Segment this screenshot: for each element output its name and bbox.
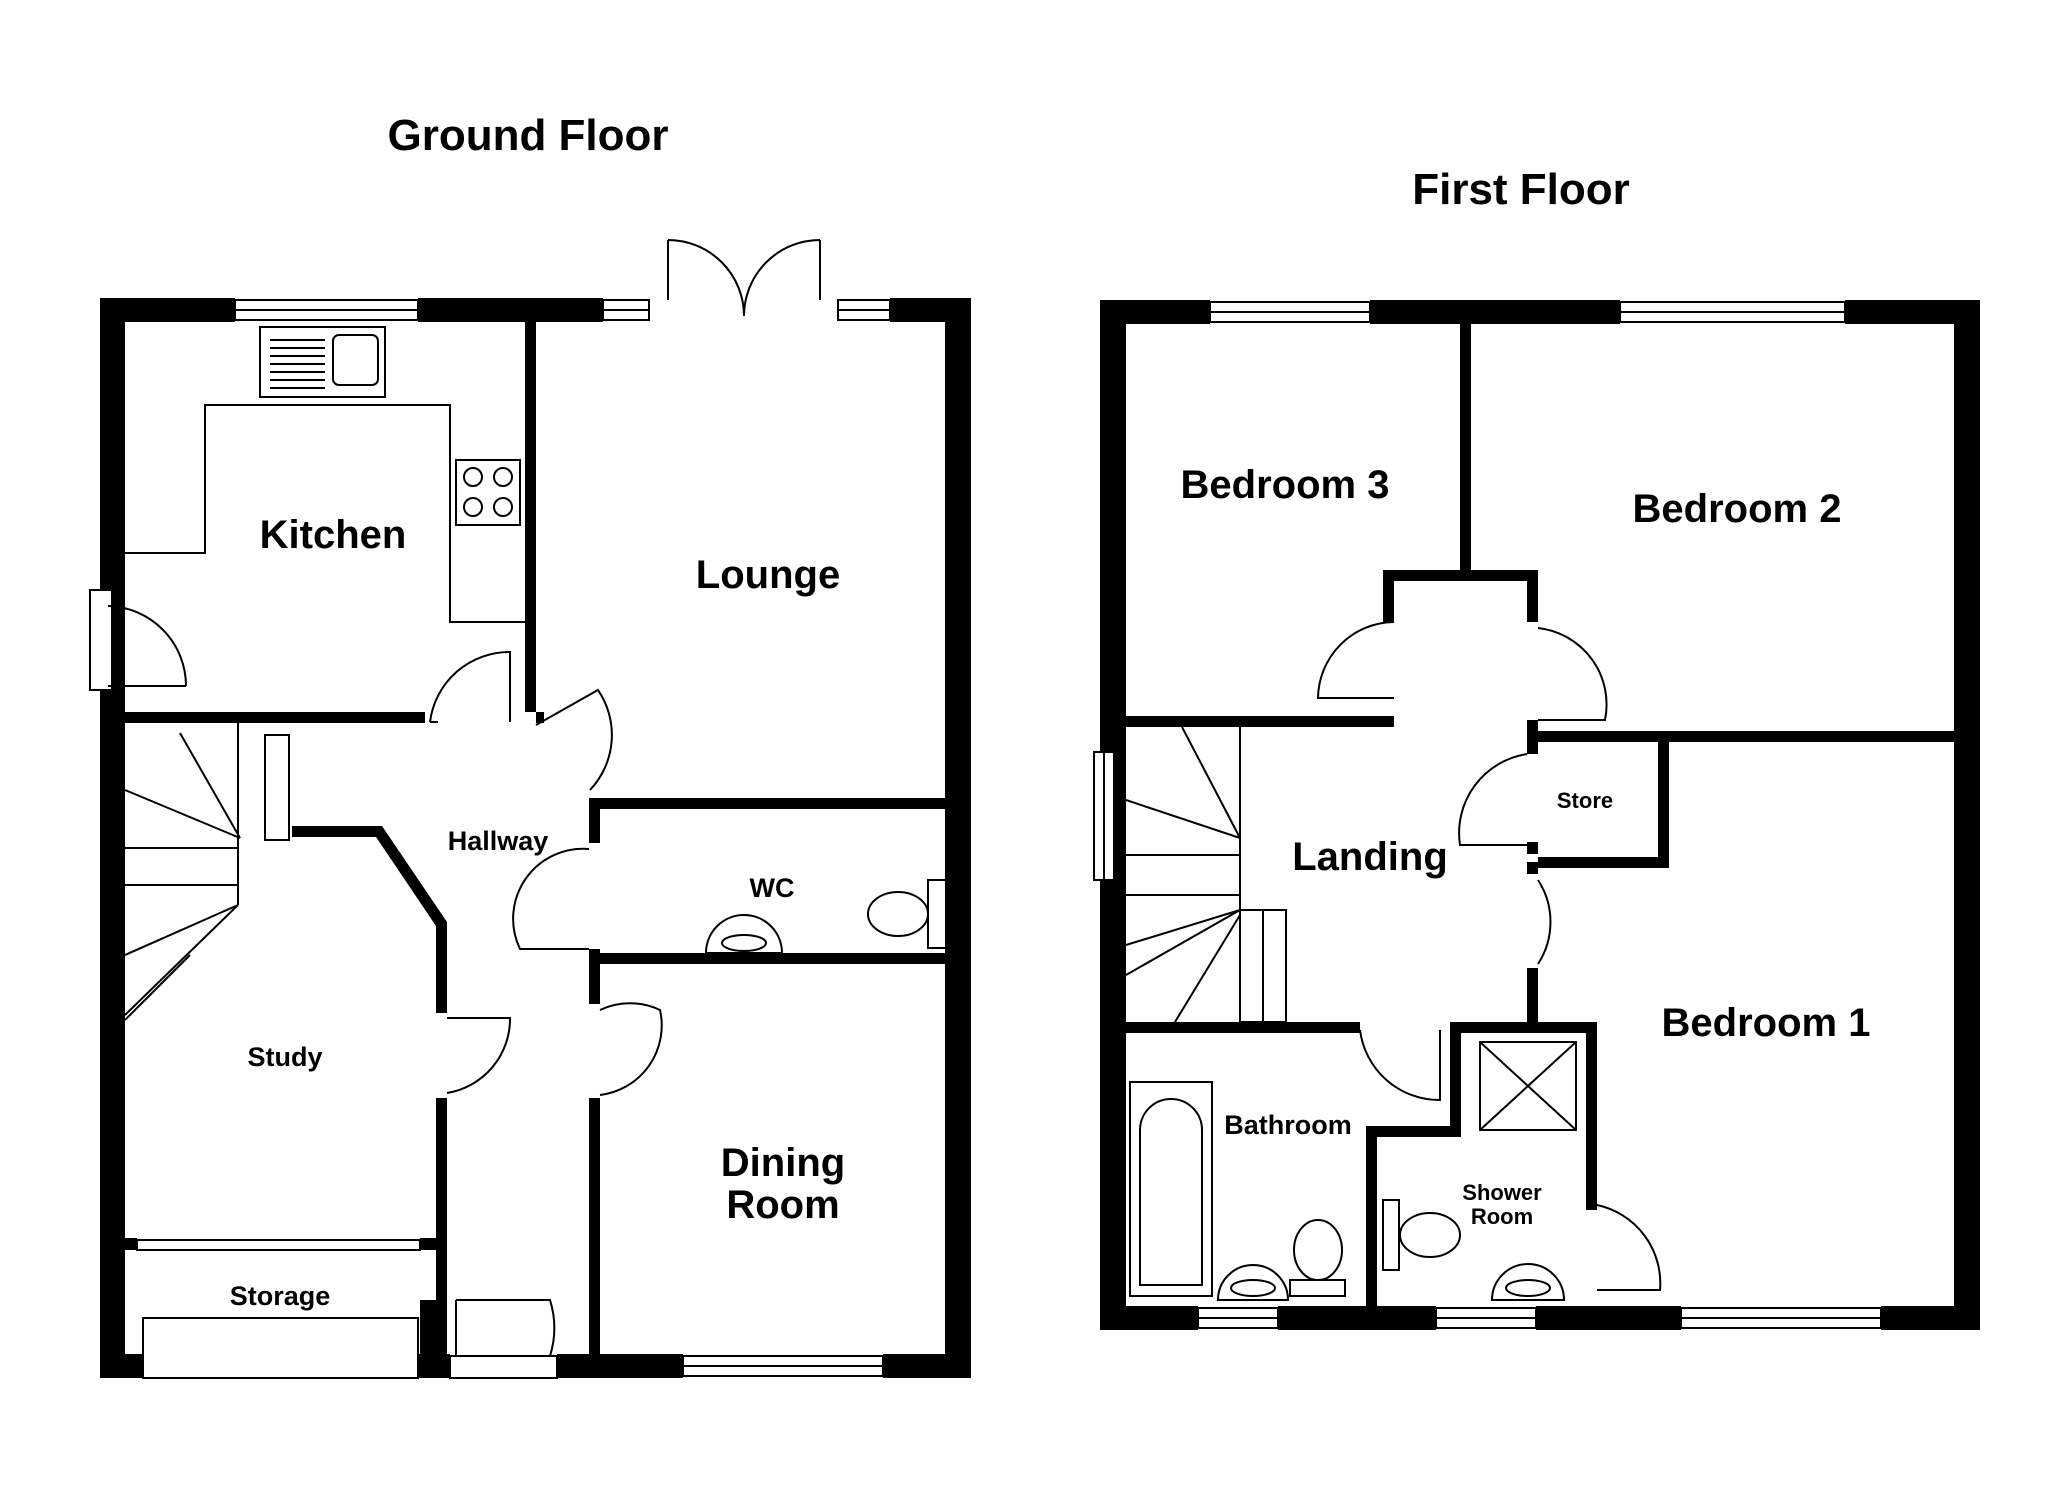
room-label-dining-line1: Dining <box>721 1141 845 1185</box>
front-door <box>449 1299 558 1379</box>
room-label-hallway: Hallway <box>448 826 549 856</box>
room-label-storage: Storage <box>230 1281 331 1311</box>
sink-icon <box>259 326 386 398</box>
ground-interior-walls <box>125 322 945 1354</box>
bath-icon <box>1129 1081 1213 1297</box>
lounge-french-doors <box>667 239 821 317</box>
toilet-cistern-icon <box>927 879 947 949</box>
first-floor-title: First Floor <box>1412 165 1630 214</box>
room-label-store: Store <box>1557 788 1613 813</box>
ground-stairs <box>124 723 290 1021</box>
hob-icon <box>455 459 521 526</box>
basin-icon <box>704 914 784 954</box>
room-label-lounge: Lounge <box>696 553 840 597</box>
bathroom-fixtures <box>1129 1081 1346 1301</box>
ground-floor-title: Ground Floor <box>387 111 668 160</box>
room-label-bathroom: Bathroom <box>1224 1110 1352 1140</box>
first-interior-walls <box>1126 324 1954 1306</box>
shower-room-basin-icon <box>1490 1263 1566 1301</box>
first-floor-plan: Bedroom 3 Bedroom 2 Store Landing Bedroo… <box>1093 300 1980 1330</box>
room-label-landing: Landing <box>1292 835 1448 879</box>
room-label-kitchen: Kitchen <box>260 513 407 557</box>
room-label-bedroom1: Bedroom 1 <box>1662 1001 1871 1045</box>
first-outer-walls <box>1100 300 1980 1330</box>
room-label-shower-line1: Shower <box>1462 1180 1542 1205</box>
shower-room-fixtures <box>1382 1041 1577 1301</box>
wc-fixtures <box>704 879 947 954</box>
room-label-dining-line2: Room <box>726 1183 839 1227</box>
ground-floor-plan: Kitchen Lounge Hallway WC Study Dining R… <box>89 239 971 1379</box>
first-windows <box>1197 301 1882 1329</box>
ground-outer-walls <box>100 298 971 1378</box>
ground-windows <box>136 299 891 1379</box>
toilet-icon <box>867 891 929 937</box>
shower-room-toilet-icon <box>1399 1212 1461 1258</box>
room-label-wc: WC <box>750 873 795 903</box>
room-label-bedroom3: Bedroom 3 <box>1181 463 1390 507</box>
ground-doors <box>107 605 663 1096</box>
first-doors <box>1316 621 1662 1291</box>
bathroom-toilet-icon <box>1293 1219 1343 1281</box>
room-label-bedroom2: Bedroom 2 <box>1633 487 1842 531</box>
room-label-study: Study <box>247 1042 322 1072</box>
first-stairs <box>1125 726 1287 1023</box>
kitchen-fixtures <box>125 326 525 623</box>
bathroom-basin-icon <box>1216 1264 1290 1301</box>
room-label-shower-line2: Room <box>1471 1204 1533 1229</box>
